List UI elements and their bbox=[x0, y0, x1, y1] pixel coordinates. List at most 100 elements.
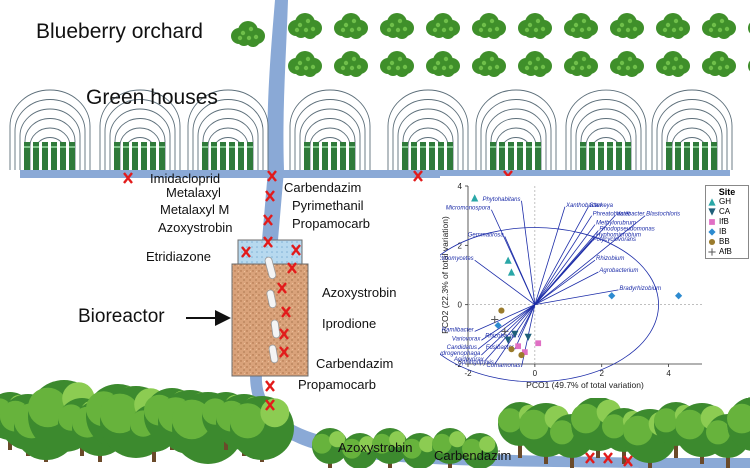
pesticide-carbendazim-bio: Carbendazim bbox=[316, 356, 394, 371]
pesticide-propamocarb-top: Propamocarb bbox=[292, 216, 371, 231]
contamination-x-icon bbox=[267, 170, 277, 182]
pesticide-azoxystrobin-top: Azoxystrobin bbox=[158, 220, 233, 235]
data-point-bb bbox=[518, 352, 525, 359]
contamination-x-icon bbox=[623, 455, 633, 467]
data-point-bb bbox=[508, 346, 515, 353]
legend-label: BB bbox=[719, 237, 730, 246]
legend-marker-icon bbox=[709, 219, 715, 225]
blueberry-shrub-icon bbox=[472, 13, 506, 39]
correlation-circle bbox=[440, 227, 659, 383]
legend-entry-gh: GH bbox=[708, 197, 746, 207]
legend-entry-afb: AfB bbox=[708, 247, 746, 257]
data-point-afb bbox=[501, 327, 509, 335]
greenhouse-icon bbox=[387, 89, 469, 170]
tree-icon bbox=[462, 433, 498, 468]
blueberry-shrub-icon bbox=[472, 51, 506, 77]
blueberry-shrub-icon bbox=[518, 51, 552, 77]
vector-label: Hyphomicrobium bbox=[596, 232, 641, 238]
contamination-x-icon bbox=[277, 282, 287, 294]
vector-label: Blastochloris bbox=[646, 212, 680, 218]
blueberry-shrub-icon bbox=[380, 51, 414, 77]
legend-label: CA bbox=[719, 207, 731, 216]
pesticide-carbendazim-stream: Carbendazim bbox=[434, 448, 512, 463]
data-point-ib bbox=[675, 292, 683, 300]
blueberry-shrub-icon bbox=[334, 51, 368, 77]
pesticide-iprodione: Iprodione bbox=[322, 316, 377, 331]
vector-label: Candidatus bbox=[447, 345, 477, 351]
contamination-x-icon bbox=[603, 452, 613, 464]
y-tick-label: -2 bbox=[455, 360, 463, 369]
greenhouse-icon bbox=[187, 89, 269, 170]
vector-label: Gemmatirosa bbox=[468, 232, 505, 238]
data-point-gh bbox=[471, 194, 479, 202]
contamination-x-icon bbox=[281, 306, 291, 318]
vector-label: Sphingopyxis bbox=[458, 360, 494, 366]
contamination-x-icon bbox=[279, 346, 289, 358]
data-point-ifb bbox=[535, 340, 542, 347]
tree-icon bbox=[727, 397, 750, 451]
greenhouse-icon bbox=[475, 89, 557, 170]
blueberry-shrub-icon bbox=[564, 13, 598, 39]
vector-line bbox=[534, 240, 592, 305]
vector-label: Ramlibacter bbox=[442, 327, 475, 333]
orchard-title: Blueberry orchard bbox=[36, 20, 203, 43]
data-point-ifb bbox=[521, 349, 528, 356]
vector-label: Rhizobacter bbox=[485, 333, 518, 339]
vector-line bbox=[534, 271, 599, 306]
pesticide-azoxystrobin-stream: Azoxystrobin bbox=[338, 440, 413, 455]
vector-line bbox=[534, 289, 619, 306]
blueberry-shrub-icon bbox=[426, 13, 460, 39]
vector-line bbox=[534, 224, 596, 305]
vector-label: Variibacter bbox=[616, 212, 645, 218]
blueberry-shrub-icon bbox=[610, 13, 644, 39]
vector-label: Actinomycetes bbox=[440, 256, 474, 262]
tree-icon bbox=[312, 428, 348, 468]
vector-line bbox=[484, 304, 536, 362]
legend-label: AfB bbox=[719, 247, 732, 256]
blueberry-shrub-icon bbox=[426, 51, 460, 77]
vector-line bbox=[481, 304, 536, 341]
vector-line bbox=[521, 200, 536, 305]
greenhouse-icon bbox=[651, 89, 733, 170]
x-axis-label: PCO1 (49.7% of total variation) bbox=[526, 380, 644, 390]
vector-label: Rhizobium bbox=[596, 256, 624, 262]
contamination-x-icon bbox=[263, 236, 273, 248]
data-point-gh bbox=[507, 268, 516, 276]
blueberry-shrub-icon bbox=[288, 13, 322, 39]
greenhouse-icon bbox=[99, 89, 181, 170]
x-tick-label: 4 bbox=[666, 369, 671, 378]
tree-icon bbox=[402, 433, 438, 468]
blueberry-shrub-icon bbox=[380, 13, 414, 39]
contamination-x-icon bbox=[413, 170, 423, 182]
pesticide-azoxystrobin-bio: Azoxystrobin bbox=[322, 285, 397, 300]
data-point-afb bbox=[491, 315, 499, 324]
contamination-markers bbox=[123, 170, 633, 467]
data-point-bb bbox=[498, 307, 505, 314]
vector-label: Micromonospora bbox=[446, 206, 491, 212]
pesticide-pyrimethanil: Pyrimethanil bbox=[292, 198, 364, 213]
x-tick-label: 0 bbox=[533, 369, 538, 378]
vector-line bbox=[534, 206, 566, 305]
greenhouse-icon bbox=[565, 89, 647, 170]
legend-entry-ifb: IfB bbox=[708, 217, 746, 227]
vector-label: Acidovorax bbox=[453, 357, 485, 363]
creek bbox=[262, 0, 288, 240]
pesticide-imidacloprid: Imidacloprid bbox=[150, 171, 221, 186]
blueberry-shrub-icon bbox=[518, 13, 552, 39]
vector-line bbox=[474, 259, 536, 305]
vector-line bbox=[534, 259, 596, 305]
data-point-ca bbox=[511, 330, 519, 338]
vector-label: Polycyclovorans bbox=[593, 237, 636, 243]
vector-label: Bradyrhizobium bbox=[619, 286, 661, 292]
blueberry-shrub-icon bbox=[334, 13, 368, 39]
data-point-gh bbox=[504, 256, 512, 264]
contamination-x-icon bbox=[287, 262, 297, 274]
vector-label: Comamonas bbox=[486, 363, 520, 369]
vector-label: Phytohabitans bbox=[482, 197, 520, 203]
blueberry-shrub-icon bbox=[231, 21, 265, 47]
x-tick-label: 2 bbox=[599, 369, 604, 378]
greenhouse-icon bbox=[289, 89, 371, 170]
legend-label: IB bbox=[719, 227, 727, 236]
